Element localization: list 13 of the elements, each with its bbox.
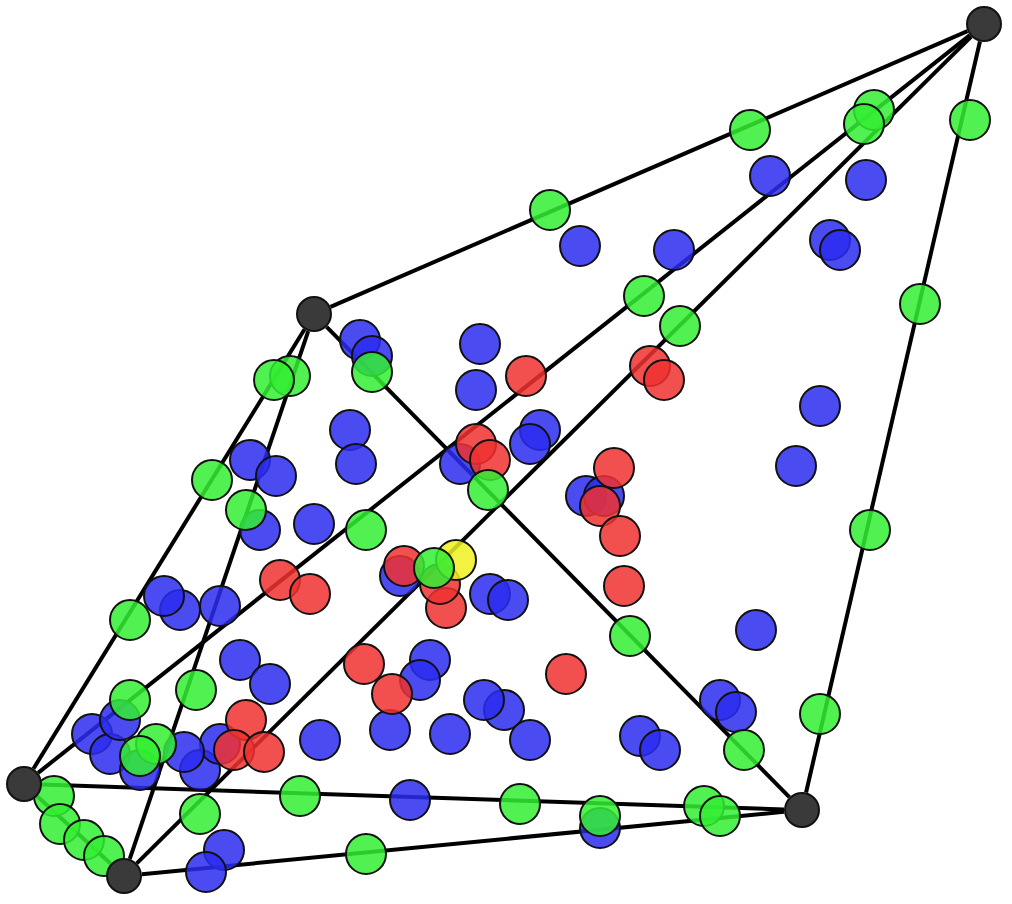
edge-line <box>36 33 972 775</box>
vertex-point <box>784 792 820 828</box>
vertex-point <box>6 766 42 802</box>
edge-line <box>804 41 982 793</box>
vertex-point <box>966 6 1002 42</box>
edge-line <box>127 330 311 860</box>
vertex-point <box>106 858 142 894</box>
edge-line <box>325 325 791 799</box>
edge-line <box>141 809 785 877</box>
vertex-point <box>296 296 332 332</box>
edge-line <box>31 328 307 770</box>
edge-line <box>135 35 973 865</box>
edge-line <box>329 29 969 309</box>
